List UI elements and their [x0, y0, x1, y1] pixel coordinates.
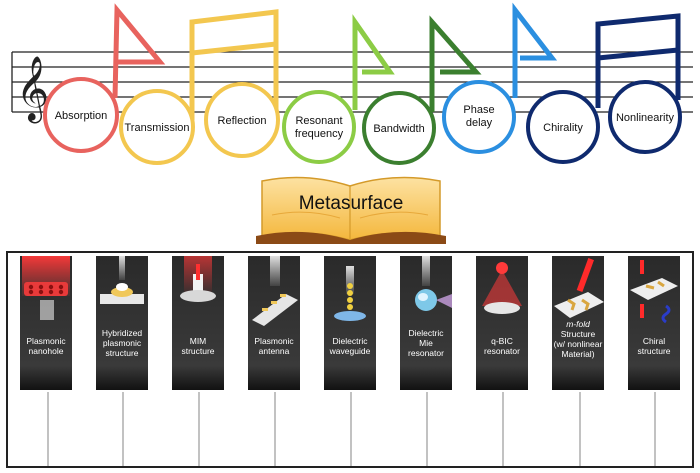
structure-label-line: nanohole — [29, 346, 64, 356]
center-label: Metasurface — [299, 193, 404, 214]
chiral-structure-icon — [630, 260, 678, 324]
mie-sphere-icon — [415, 256, 452, 311]
structure-label-line: Mie — [419, 338, 433, 348]
structure-label-line: structure — [181, 346, 214, 356]
structure-label-line: structure — [105, 348, 138, 358]
note-label: Chirality — [543, 122, 583, 134]
antenna-bars-icon — [252, 256, 298, 326]
waveguide-pillar-icon — [334, 266, 366, 321]
book-icon: Metasurface — [256, 176, 446, 244]
structure-label-line: Dielectric — [409, 328, 445, 338]
structure-label-line: Plasmonic — [254, 336, 294, 346]
structure-label-line: structure — [637, 346, 670, 356]
structure-label-line: Structure — [561, 329, 596, 339]
mim-pillar-icon — [180, 256, 216, 302]
note-absorption: Absorption — [43, 77, 119, 153]
structure-label-line: resonator — [484, 346, 520, 356]
nanohole-array-icon — [22, 256, 70, 320]
bic-resonator-icon — [482, 262, 522, 314]
structure-label-line: m-fold — [566, 319, 590, 329]
structure-label-line: plasmonic — [103, 338, 142, 348]
property-notes: Absorption Transmission Reflection Reson… — [43, 77, 682, 165]
note-reflection: Reflection — [204, 82, 280, 158]
structure-label-line: waveguide — [329, 346, 371, 356]
structure-label-line: resonator — [408, 348, 444, 358]
note-label: Transmission — [125, 122, 190, 134]
structure-label-line: (w/ nonlinear — [554, 339, 603, 349]
note-transmission: Transmission — [119, 89, 195, 165]
note-nonlinearity: Nonlinearity — [608, 80, 682, 154]
note-label: Reflection — [218, 115, 267, 127]
structure-label-line: Material) — [561, 349, 594, 359]
note-label-line: Phase — [463, 104, 494, 116]
structure-label-line: Hybridized — [102, 328, 142, 338]
note-label-line: frequency — [295, 128, 344, 140]
structure-label-line: Dielectric — [333, 336, 369, 346]
white-key-dividers — [47, 392, 656, 466]
note-label: Bandwidth — [373, 123, 424, 135]
note-label-line: delay — [466, 117, 493, 129]
note-stems — [112, 2, 681, 120]
structure-label-line: MIM — [190, 336, 207, 346]
structure-label-line: Chiral — [643, 336, 665, 346]
note-label-line: Resonant — [295, 115, 342, 127]
hybrid-disk-icon — [100, 256, 144, 304]
structure-label-line: Plasmonic — [26, 336, 66, 346]
structure-label-line: q-BIC — [491, 336, 513, 346]
trimer-structure-icon — [554, 258, 604, 318]
structure-label-line: antenna — [259, 346, 290, 356]
note-label: Absorption — [55, 110, 108, 122]
note-chirality: Chirality — [526, 90, 600, 164]
note-bandwidth: Bandwidth — [362, 91, 436, 165]
note-label: Nonlinearity — [616, 112, 675, 124]
